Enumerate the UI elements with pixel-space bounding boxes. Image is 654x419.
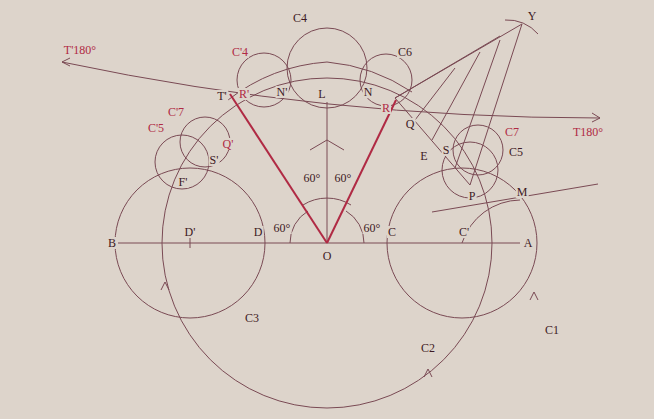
point-label: C': [458, 226, 470, 238]
point-label: 60°: [363, 222, 382, 234]
point-label: C6: [397, 46, 413, 58]
circle-c2: [162, 78, 492, 408]
arc-mark: [505, 20, 538, 34]
point-label: C'7: [167, 106, 185, 118]
arc-mark: [310, 140, 344, 150]
point-label: E: [419, 150, 428, 162]
bisector-line: [432, 184, 598, 212]
radius-line: [230, 94, 327, 243]
point-label: Q: [405, 118, 416, 130]
angle-arc: [346, 211, 364, 243]
point-label: C: [387, 226, 397, 238]
point-label: M: [516, 186, 529, 198]
point-label: D': [184, 226, 197, 238]
point-label: D: [253, 226, 264, 238]
point-label: C1: [544, 324, 560, 336]
point-label: T'180°: [63, 44, 97, 56]
point-label: B: [107, 237, 117, 249]
construction-line: [432, 52, 480, 140]
point-label: C2: [420, 342, 436, 354]
point-label: Q': [222, 138, 235, 150]
construction-line: [395, 24, 522, 98]
arrow-head: [62, 58, 70, 66]
point-label: Y: [527, 10, 538, 22]
arrow-head: [592, 113, 600, 122]
point-label: C4: [292, 12, 308, 24]
construction-line: [415, 68, 455, 120]
arc-t180: [62, 62, 600, 118]
circle-c6: [360, 54, 412, 106]
direction-arrow: [530, 292, 538, 300]
bisector-line: [327, 102, 328, 243]
direction-arrow: [161, 282, 169, 290]
construction-line: [395, 36, 500, 98]
construction-line: [455, 40, 500, 168]
point-label: 60°: [303, 172, 322, 184]
point-label: S: [442, 144, 451, 156]
point-label: L: [317, 88, 326, 100]
radius-line: [327, 100, 396, 243]
point-label: R': [238, 88, 250, 100]
circle-c7: [453, 125, 503, 175]
direction-arrow: [424, 369, 432, 377]
point-label: C3: [244, 312, 260, 324]
point-label: F': [178, 176, 189, 188]
point-label: C5: [508, 146, 524, 158]
circle-c4: [287, 28, 367, 108]
point-label: O: [322, 250, 333, 262]
arc: [462, 200, 520, 243]
point-label: N': [276, 86, 289, 98]
tick: [190, 238, 191, 248]
base-line: [118, 243, 520, 244]
point-label: S': [209, 154, 220, 166]
point-label: R: [381, 102, 391, 114]
circle-c5-prime: [155, 135, 209, 189]
angle-arc: [303, 198, 351, 205]
point-label: C7: [504, 126, 520, 138]
point-label: C'4: [231, 46, 249, 58]
point-label: T': [216, 90, 228, 102]
circle-c3: [115, 168, 265, 318]
point-label: P: [468, 190, 477, 202]
angle-arc: [290, 211, 308, 243]
point-label: 60°: [334, 172, 353, 184]
arc: [228, 62, 412, 100]
point-label: T180°: [572, 126, 604, 138]
construction-line: [395, 98, 470, 185]
point-label: N: [363, 86, 374, 98]
point-label: C'5: [147, 122, 165, 134]
circle-c1: [387, 168, 537, 318]
point-label: A: [523, 237, 534, 249]
point-label: 60°: [273, 222, 292, 234]
